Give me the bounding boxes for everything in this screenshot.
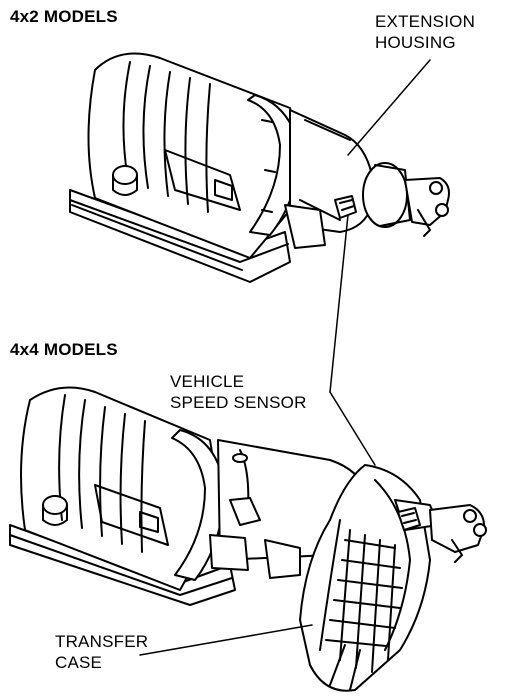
label-vehicle-speed-sensor-line1: VEHICLE — [170, 372, 245, 391]
label-extension-housing-line2: HOUSING — [375, 33, 456, 52]
leader-lines — [139, 59, 431, 656]
transmission-4x2-drawing — [69, 52, 450, 283]
label-transfer-case-line1: TRANSFER — [55, 632, 149, 651]
leader-vss-bottom — [329, 391, 376, 466]
leader-transfer-case — [139, 624, 313, 656]
leader-extension-housing — [347, 59, 431, 156]
label-extension-housing-line1: EXTENSION — [375, 12, 476, 31]
leader-vss-top — [329, 214, 349, 393]
label-transfer-case-line2: CASE — [55, 653, 103, 672]
transmission-4x4-drawing — [9, 386, 487, 692]
label-vehicle-speed-sensor-line2: SPEED SENSOR — [170, 393, 307, 412]
label-4x4-models: 4x4 MODELS — [10, 340, 118, 359]
label-4x2-models: 4x2 MODELS — [10, 7, 118, 26]
